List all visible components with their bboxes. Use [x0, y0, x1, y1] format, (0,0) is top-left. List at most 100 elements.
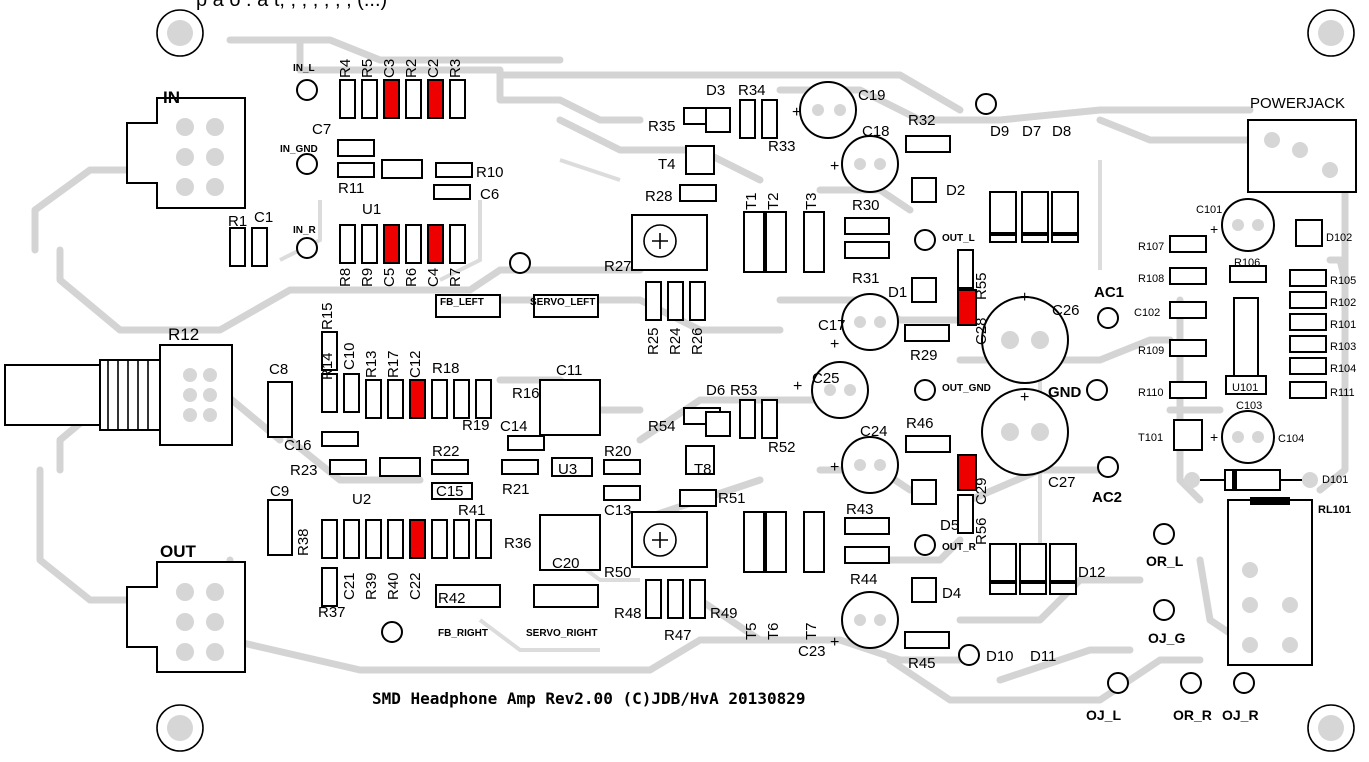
servo-right-label: SERVO_RIGHT	[526, 628, 598, 639]
t7-footprint	[803, 511, 825, 573]
d9-label: D9	[990, 123, 1009, 140]
r11-footprint	[337, 162, 375, 178]
powerjack-label: POWERJACK	[1250, 95, 1345, 112]
r109-footprint	[1169, 339, 1207, 357]
r36a-footprint	[475, 519, 492, 559]
via-1	[509, 252, 531, 274]
svg-text:+: +	[793, 378, 802, 395]
in-gnd-label: IN_GND	[280, 144, 318, 155]
c8-footprint	[267, 381, 293, 438]
gnd-test-point	[1086, 379, 1108, 401]
t4-footprint	[685, 145, 715, 175]
c20-footprint	[539, 514, 601, 571]
r3-footprint	[449, 79, 466, 119]
oj-r-test-point	[1233, 672, 1255, 694]
c29-label: C29	[973, 477, 990, 505]
out-jack	[126, 561, 246, 673]
in-jack-label: IN	[163, 88, 180, 107]
c28-footprint	[957, 289, 977, 326]
out-jack-label: OUT	[160, 542, 197, 561]
t6-footprint	[765, 511, 787, 573]
t8-footprint	[685, 445, 715, 475]
r104-footprint	[1289, 357, 1327, 375]
u2-body-footprint	[379, 457, 421, 477]
gnd-label: GND	[1048, 384, 1082, 401]
r106-label: R106	[1234, 257, 1260, 269]
c8-label: C8	[269, 361, 288, 378]
t101-label: T101	[1138, 432, 1163, 444]
r108-footprint	[1169, 267, 1207, 285]
c11-footprint	[539, 379, 601, 436]
servo-left-label: SERVO_LEFT	[530, 297, 595, 308]
or-l-label: OR_L	[1146, 553, 1184, 569]
out-l-test-point	[914, 229, 936, 251]
u2-label: U2	[352, 491, 371, 508]
r110-label: R110	[1138, 387, 1163, 399]
r47-footprint	[667, 579, 684, 619]
in-jack	[126, 97, 246, 209]
r50-label: R50	[604, 564, 632, 581]
top-caption: p a o . a t, , , , , , , (...)	[196, 0, 387, 11]
t3-label: T3	[803, 192, 820, 210]
electrolytic-capacitors: + + + + + + + + + +	[792, 81, 1275, 651]
r8-footprint	[339, 224, 356, 264]
test-points: IN_LIN_GNDIN_ROUT_LOUT_GNDOUT_RAC1GNDAC2…	[280, 63, 1259, 723]
c103-label: C103	[1236, 400, 1262, 412]
r56-footprint	[957, 494, 974, 534]
r48-label: R48	[614, 605, 642, 622]
oj-g-label: OJ_G	[1148, 630, 1185, 646]
r44-footprint	[844, 546, 890, 564]
relay-rl101	[1227, 497, 1313, 666]
r55-label: R55	[973, 272, 990, 300]
r18-footprint	[431, 379, 448, 419]
out-r-label: OUT_R	[942, 542, 977, 553]
fb-left-header-footprint	[435, 294, 501, 318]
d2-label: D2	[946, 182, 965, 199]
t6-label: T6	[765, 622, 782, 640]
r22-label: R22	[432, 443, 460, 460]
in-r-test-point	[296, 237, 318, 259]
r38-label: R38	[295, 528, 312, 556]
d6-footprint	[705, 411, 731, 437]
r3-label: R3	[447, 59, 464, 78]
c24-label: C24	[860, 423, 888, 440]
r44-label: R44	[850, 571, 878, 588]
u101-body-footprint	[1233, 297, 1259, 389]
r43-footprint	[844, 517, 890, 535]
oj-l-test-point	[1107, 672, 1129, 694]
svg-text:+: +	[1020, 289, 1029, 306]
r20-footprint	[603, 459, 641, 475]
r107-footprint	[1169, 235, 1207, 253]
r24-label: R24	[667, 327, 684, 355]
or-r-test-point	[1180, 672, 1202, 694]
in-gnd-test-point	[296, 153, 318, 175]
r10-label: R10	[476, 164, 504, 181]
fb-right-header-footprint	[435, 584, 501, 608]
r32-footprint	[905, 135, 951, 153]
r36-label: R36	[504, 535, 532, 552]
in-l-label: IN_L	[293, 63, 315, 74]
t7-label: T7	[803, 622, 820, 640]
u1-label: U1	[362, 201, 381, 218]
r29-footprint	[904, 324, 950, 342]
r15-footprint	[321, 331, 338, 371]
t2-footprint	[765, 211, 787, 273]
r12-potentiometer	[4, 344, 233, 446]
u101-tag-footprint	[1225, 375, 1267, 395]
in-r-label: IN_R	[293, 225, 317, 236]
r26-label: R26	[689, 327, 706, 355]
r101-label: R101	[1330, 319, 1356, 331]
trimmer-r27	[631, 214, 708, 271]
r31-footprint	[844, 241, 890, 259]
u3-label: U3	[558, 461, 577, 478]
r54-label: R54	[648, 418, 676, 435]
d5-footprint	[911, 479, 937, 505]
r25-footprint	[645, 281, 662, 321]
ac2-label: AC2	[1092, 489, 1122, 506]
r39-footprint	[365, 519, 382, 559]
t8-label: T8	[694, 461, 712, 478]
t3-footprint	[803, 211, 825, 273]
r20-label: R20	[604, 443, 632, 460]
r51-label: R51	[718, 490, 746, 507]
diode-d101	[1184, 469, 1318, 491]
